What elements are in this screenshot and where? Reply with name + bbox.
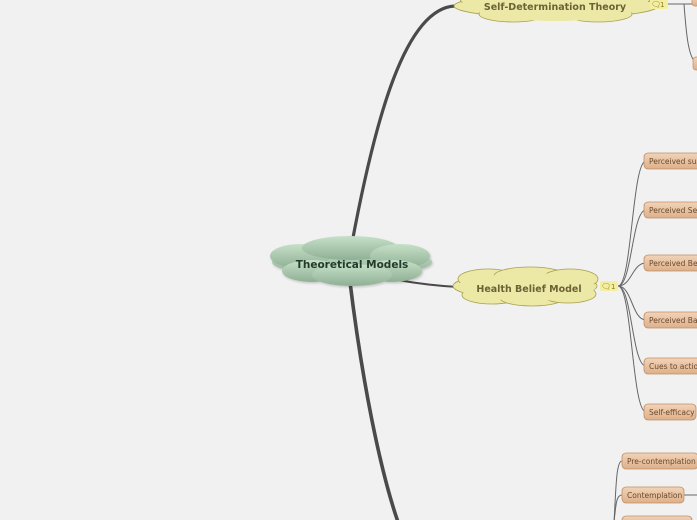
sdt-leaf-partial-2[interactable] [692,56,697,71]
speech-bubble-icon: 🗨 [601,282,611,291]
leaf-label: Contemplation [627,491,682,500]
central-topic[interactable]: Theoretical Models [270,236,432,286]
ttm-leaf-connectors [613,460,697,520]
leaf-perceived-severity[interactable]: Perceived Severity [643,201,697,219]
leaf-pre-contemplation[interactable]: Pre-contemplation [621,452,697,470]
leaf-contemplation[interactable]: Contemplation [621,486,685,504]
subtopic-label: Self-Determination Theory [484,2,627,13]
leaf-perceived-benefits[interactable]: Perceived Benefits [643,254,697,272]
sdt-child-connectors [668,3,697,64]
hbm-leaf-connectors [617,160,647,413]
subtopic-health-belief-model[interactable]: Health Belief Model [452,266,599,307]
note-count: 1 [611,283,615,291]
leaf-label: Perceived Barriers [649,316,697,325]
subtopic-label: Health Belief Model [476,284,581,295]
central-topic-label: Theoretical Models [296,259,409,271]
leaf-perceived-susceptibility[interactable]: Perceived susceptibility [643,152,697,170]
leaf-label: Cues to action [649,362,697,371]
note-indicator-sdt[interactable]: 🗨 1 [650,0,668,9]
speech-bubble-icon: 🗨 [651,0,661,9]
ttm-leaf-partial[interactable] [621,515,693,520]
leaf-label: Pre-contemplation [627,457,696,466]
leaf-label: Perceived susceptibility [649,157,697,166]
leaf-label: Perceived Benefits [649,259,697,268]
sdt-leaf-partial-1[interactable] [691,0,697,7]
leaf-label: Perceived Severity [649,206,697,215]
connector-sdt [350,4,457,245]
leaf-perceived-barriers[interactable]: Perceived Barriers [643,311,697,329]
leaf-cues-to-action[interactable]: Cues to action [643,357,697,375]
subtopic-self-determination-theory[interactable]: Self-Determination Theory [453,0,659,23]
leaf-label: Self-efficacy [649,408,695,417]
note-count: 1 [660,1,664,9]
leaf-self-efficacy[interactable]: Self-efficacy [643,403,697,421]
note-indicator-hbm[interactable]: 🗨 1 [600,281,618,291]
connector-ttm [348,280,400,520]
connector-hbm [397,279,459,288]
